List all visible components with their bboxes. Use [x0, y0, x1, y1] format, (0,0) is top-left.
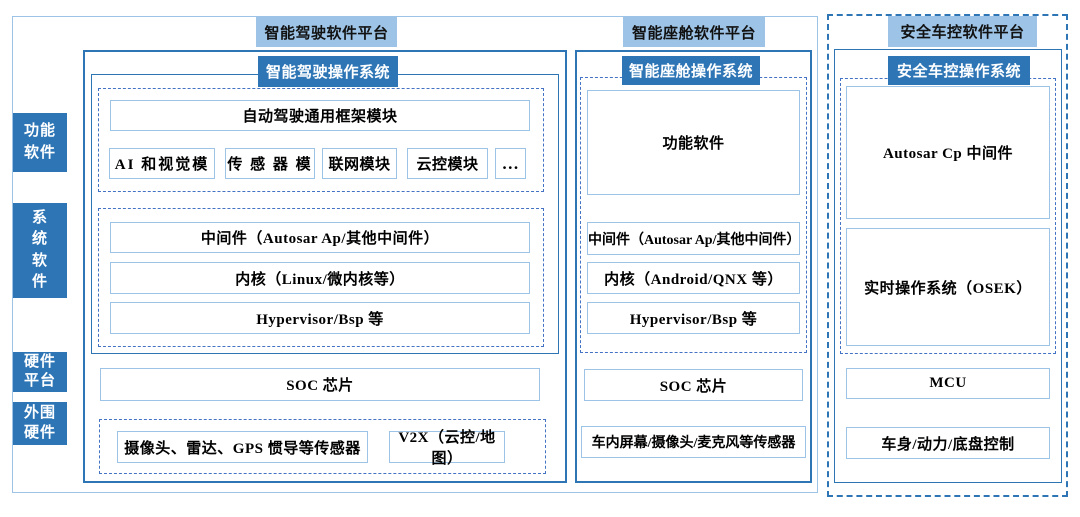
cockpit-os-title: 智能座舱操作系统: [622, 56, 760, 85]
cockpit-sensors-box: 车内屏幕/摄像头/麦克风等传感器: [581, 426, 806, 458]
driving-kernel-box: 内核（Linux/微内核等）: [110, 262, 530, 294]
driving-sensors-box: 摄像头、雷达、GPS 惯导等传感器: [117, 431, 368, 463]
safety-os-title: 安全车控操作系统: [888, 56, 1030, 85]
cockpit-soc-box: SOC 芯片: [584, 369, 803, 401]
driving-module-ai-vision: AI 和视觉模: [109, 148, 215, 179]
cockpit-kernel-box: 内核（Android/QNX 等）: [587, 262, 800, 294]
safety-mcu-box: MCU: [846, 368, 1050, 399]
cockpit-platform-title: 智能座舱软件平台: [623, 17, 765, 47]
safety-middleware-box: Autosar Cp 中间件: [846, 86, 1050, 219]
driving-module-ellipsis: …: [495, 148, 526, 179]
safety-rtos-box: 实时操作系统（OSEK）: [846, 228, 1050, 346]
driving-system-group: [98, 208, 544, 347]
safety-platform-title: 安全车控软件平台: [888, 16, 1037, 47]
layer-label-system-software: 系 统 软 件: [13, 203, 67, 298]
driving-module-sensor: 传 感 器 模: [225, 148, 315, 179]
safety-body-control-box: 车身/动力/底盘控制: [846, 427, 1050, 459]
driving-peripheral-group: [99, 419, 546, 474]
driving-platform-title: 智能驾驶软件平台: [256, 17, 397, 47]
layer-label-functional-software: 功能 软件: [13, 113, 67, 172]
driving-module-network: 联网模块: [322, 148, 397, 179]
layer-label-hardware-platform: 硬件 平台: [13, 352, 67, 392]
safety-platform-outline: [827, 14, 1068, 497]
driving-middleware-box: 中间件（Autosar Ap/其他中间件）: [110, 222, 530, 253]
driving-v2x-box: V2X（云控/地图）: [389, 430, 505, 467]
driving-os-title: 智能驾驶操作系统: [258, 56, 398, 87]
driving-functional-group: [98, 88, 544, 192]
driving-framework-box: 自动驾驶通用框架模块: [110, 100, 530, 131]
cockpit-hypervisor-box: Hypervisor/Bsp 等: [587, 302, 800, 334]
driving-module-cloud: 云控模块: [407, 148, 488, 179]
driving-hypervisor-box: Hypervisor/Bsp 等: [110, 302, 530, 334]
layer-label-peripheral-hardware: 外围 硬件: [13, 402, 67, 445]
driving-soc-box: SOC 芯片: [100, 368, 540, 401]
cockpit-middleware-box: 中间件（Autosar Ap/其他中间件）: [587, 222, 800, 255]
cockpit-functional-box: 功能软件: [587, 90, 800, 195]
